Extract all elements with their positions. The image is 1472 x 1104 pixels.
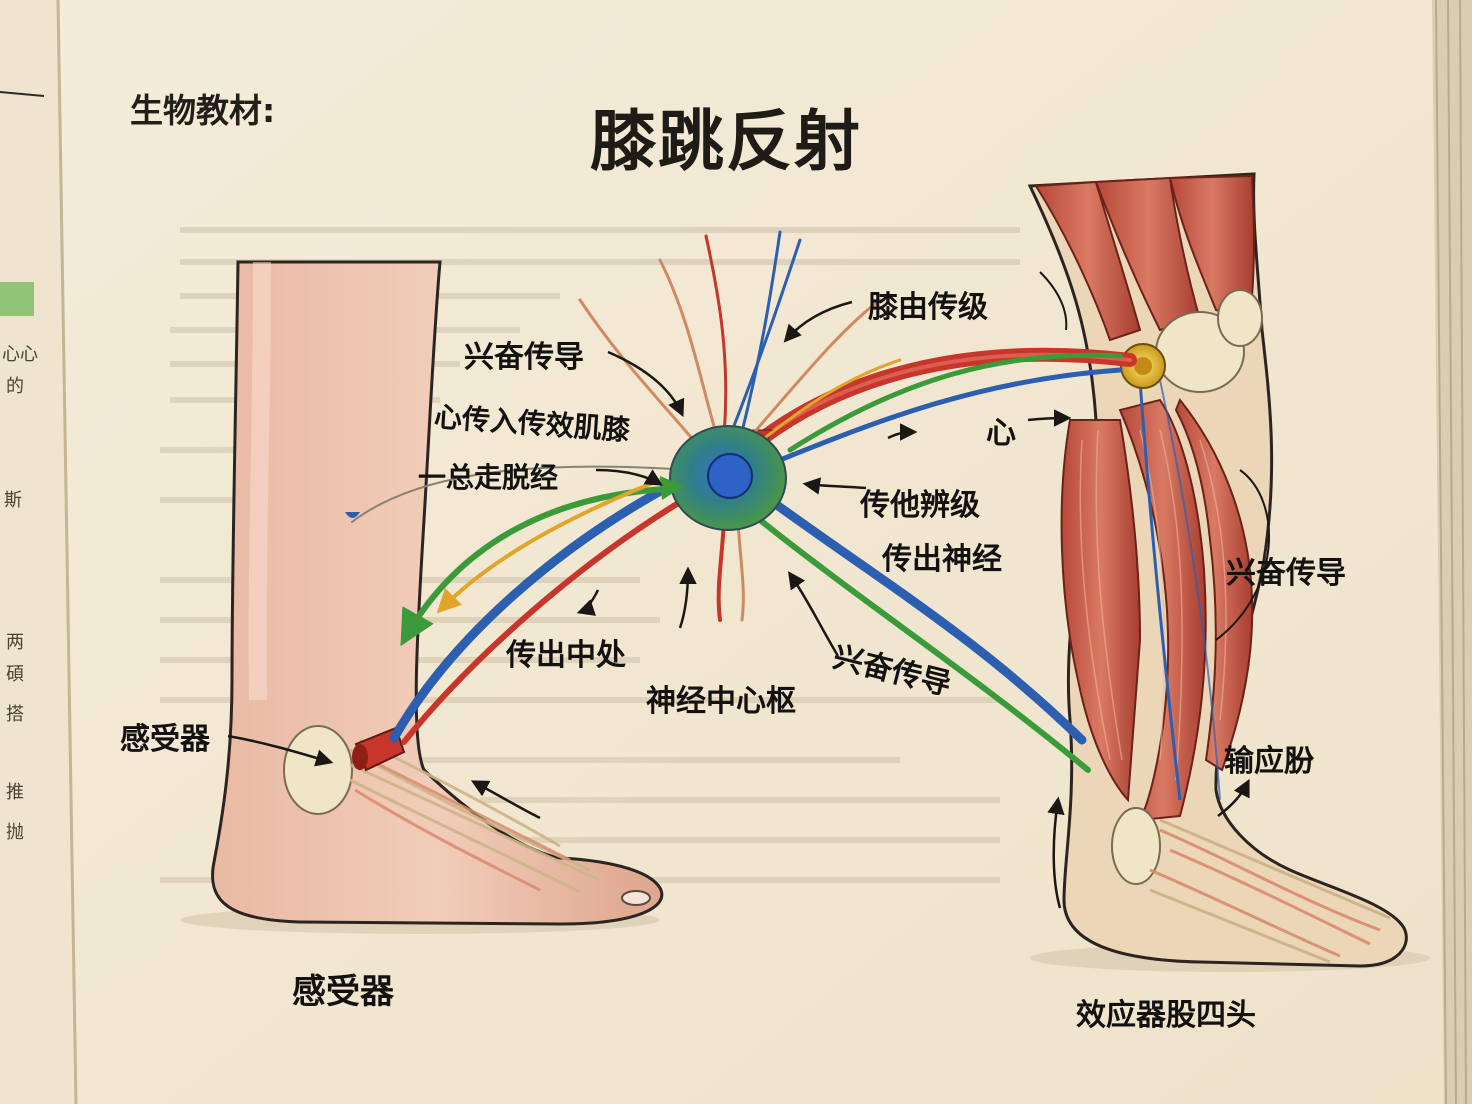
left-page-edge bbox=[0, 0, 76, 1104]
label-excitation-right: 兴奋传导 bbox=[1226, 556, 1346, 591]
left-page-fragment: 抛 bbox=[6, 822, 24, 843]
subject-heading: 生物教材: bbox=[130, 91, 276, 130]
left-page-fragment: 推 bbox=[6, 782, 24, 803]
left-page-fragment: 斯 bbox=[4, 490, 22, 511]
left-page-fragment: 搭 bbox=[6, 704, 24, 725]
label-afferent-nerve: 一总走脱经 bbox=[418, 461, 559, 494]
label-receptor-mid: 感受器 bbox=[120, 722, 210, 757]
annotation-arrows bbox=[227, 300, 1250, 909]
label-receptor-bottom: 感受器 bbox=[292, 972, 394, 1012]
label-excitation-top: 兴奋传导 bbox=[464, 340, 584, 375]
left-page-fragment: 心心 bbox=[2, 344, 38, 365]
annotation-curves bbox=[1039, 271, 1270, 641]
label-effector-bottom: 效应器股四头 bbox=[1076, 998, 1256, 1033]
right-leg-illustration bbox=[1027, 172, 1430, 972]
left-page-fragment: 两 bbox=[6, 632, 24, 653]
label-nerve-center: 神经中心枢 bbox=[646, 684, 796, 719]
green-tab bbox=[0, 282, 34, 316]
left-page-fragment: 碩 bbox=[6, 664, 24, 685]
nerve-fibers bbox=[351, 230, 1137, 773]
page-title: 膝跳反射 bbox=[590, 103, 862, 180]
label-efferent-center: 传出中处 bbox=[506, 638, 626, 673]
label-transmission-right: 传他辨级 bbox=[860, 488, 980, 523]
left-page-fragment: 的 bbox=[6, 376, 24, 397]
label-top-right-nerve: 膝由传级 bbox=[868, 290, 988, 325]
neuron-soma bbox=[660, 425, 787, 531]
label-effector-side: 输应肦 bbox=[1224, 744, 1314, 779]
label-efferent-nerve: 传出神经 bbox=[882, 542, 1002, 577]
label-heart: 心 bbox=[986, 416, 1016, 451]
